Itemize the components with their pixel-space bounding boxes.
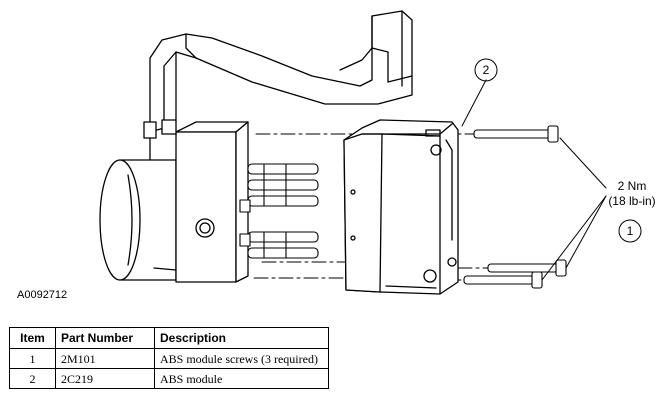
column-header-part-number: Part Number [55, 327, 155, 349]
leader-lines [461, 79, 607, 281]
cell-part-number: 2C219 [55, 368, 155, 389]
parts-table: Item Part Number Description 1 2M101 ABS… [9, 327, 329, 389]
table-row: 1 2M101 ABS module screws (3 required) [9, 348, 329, 369]
column-header-item: Item [9, 327, 56, 349]
cell-item: 1 [9, 348, 56, 369]
torque-spec: 2 Nm (18 lb-in) [600, 179, 664, 209]
cell-part-number: 2M101 [55, 348, 155, 369]
table-row: 2 2C219 ABS module [9, 368, 329, 389]
abs-module-screw [487, 259, 567, 277]
table-header-row: Item Part Number Description [9, 327, 329, 349]
abs-module [343, 119, 459, 295]
cell-description: ABS module screws (3 required) [154, 348, 329, 369]
solenoid-coils [239, 163, 319, 259]
callout-circle [474, 58, 498, 82]
callout-number: 2 [482, 63, 490, 77]
abs-module-screw [463, 271, 543, 289]
abs-module-screw [473, 125, 559, 143]
callout-number: 1 [626, 224, 634, 238]
callout-circle [618, 219, 642, 243]
cell-description: ABS module [154, 368, 329, 389]
torque-alt-value: (18 lb-in) [608, 194, 656, 208]
torque-value: 2 Nm [617, 179, 647, 193]
exploded-view-figure [99, 10, 642, 295]
cell-item: 2 [9, 368, 56, 389]
mounting-bracket [149, 10, 413, 133]
figure-reference-id: A0092712 [17, 289, 68, 301]
hydraulic-control-unit [143, 119, 249, 283]
column-header-description: Description [154, 327, 329, 349]
pump-motor [99, 159, 177, 281]
